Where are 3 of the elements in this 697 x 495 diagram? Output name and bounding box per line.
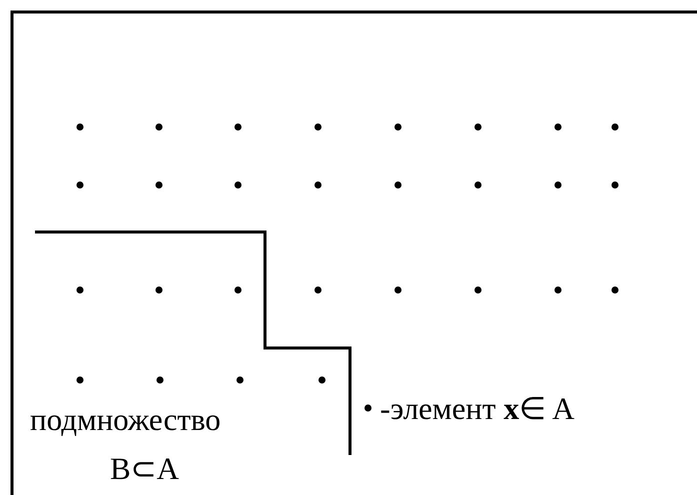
subset-label: подмножество <box>30 404 221 435</box>
legend-text: -элемент x∈ A <box>380 393 574 424</box>
subset-formula: B⊂A <box>110 453 180 484</box>
